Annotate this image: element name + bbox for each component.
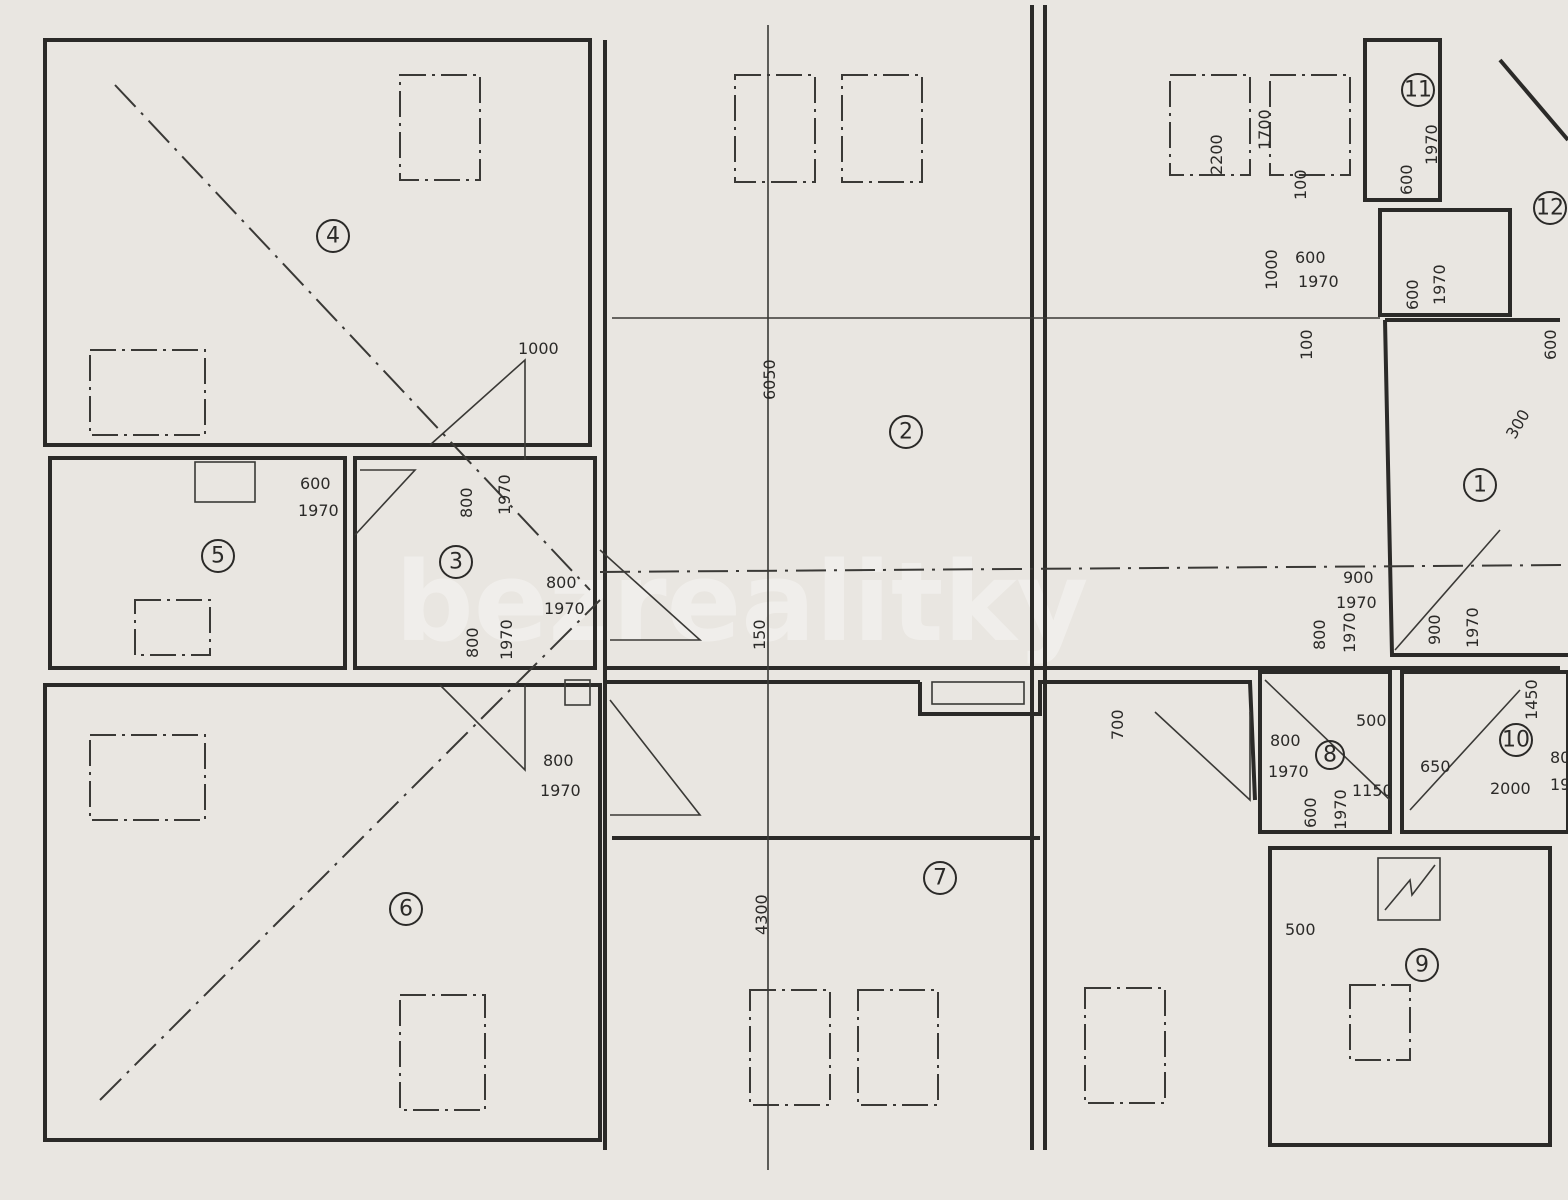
dim: 650 — [1420, 757, 1451, 776]
room-12: 12 — [1533, 191, 1567, 225]
door-swings — [354, 358, 1521, 816]
dim: 800 — [1310, 619, 1329, 650]
dim: 600 — [1301, 797, 1320, 828]
dim: 800 — [543, 751, 574, 770]
dim: 600 — [1403, 279, 1422, 310]
dim: 2000 — [1490, 779, 1531, 798]
dimension-labels: 1000 6050 2200 1700 1000 100 600 1970 10… — [298, 109, 1568, 939]
dim: 800 — [457, 487, 476, 518]
dim: 800 — [463, 627, 482, 658]
dim: 1970 — [1331, 789, 1350, 830]
room-7: 7 — [923, 861, 957, 895]
svg-text:8: 8 — [1323, 743, 1337, 768]
dim: 1970 — [1340, 612, 1359, 653]
dim: 1970 — [1336, 593, 1377, 612]
room-1: 1 — [1463, 468, 1497, 502]
dim: 100 — [1291, 169, 1310, 200]
dim: 600 — [1397, 164, 1416, 195]
dim: 300 — [1502, 406, 1534, 442]
svg-text:7: 7 — [933, 866, 947, 891]
dim: 900 — [1425, 614, 1444, 645]
dim: 1970 — [497, 619, 516, 660]
dim: 1450 — [1522, 679, 1541, 720]
svg-text:1: 1 — [1473, 473, 1487, 498]
svg-text:2: 2 — [899, 420, 913, 445]
svg-text:12: 12 — [1536, 196, 1564, 221]
room-8: 8 — [1315, 740, 1345, 770]
room-6: 6 — [389, 892, 423, 926]
room-labels: 4 2 3 5 1 7 6 8 10 9 11 12 — [201, 73, 1567, 982]
room-5: 5 — [201, 539, 235, 573]
dim: 19 — [1550, 775, 1568, 794]
dim: 700 — [1108, 709, 1127, 740]
room-2: 2 — [889, 415, 923, 449]
dim: 500 — [1285, 920, 1316, 939]
dim: 800 — [1270, 731, 1301, 750]
dim: 1970 — [1298, 272, 1339, 291]
dim: 1970 — [1463, 607, 1482, 648]
dim: 1970 — [1268, 762, 1309, 781]
dim: 4300 — [752, 894, 771, 935]
svg-text:9: 9 — [1415, 953, 1429, 978]
svg-text:10: 10 — [1502, 728, 1530, 753]
watermark: bezrealitky — [395, 538, 1088, 666]
dim: 1700 — [1255, 109, 1274, 150]
room-11: 11 — [1401, 73, 1435, 107]
dim: 1970 — [495, 474, 514, 515]
dim: 100 — [1297, 329, 1316, 360]
room-3: 3 — [439, 545, 473, 579]
room-10: 10 — [1499, 723, 1533, 757]
room-9: 9 — [1405, 948, 1439, 982]
walls — [43, 5, 1568, 1170]
dim: 1970 — [1422, 124, 1441, 165]
dim: 1150 — [1352, 781, 1393, 800]
center-axis-lines — [99, 84, 1568, 1101]
dim: 150 — [750, 619, 769, 650]
dim: 600 — [1295, 248, 1326, 267]
svg-text:11: 11 — [1404, 78, 1432, 103]
dim: 900 — [1343, 568, 1374, 587]
svg-text:6: 6 — [399, 897, 413, 922]
room-4: 4 — [316, 219, 350, 253]
dim: 80 — [1550, 748, 1568, 767]
dim: 1970 — [298, 501, 339, 520]
dim: 6050 — [760, 359, 779, 400]
dim: 1000 — [518, 339, 559, 358]
dim: 600 — [1541, 329, 1560, 360]
dim: 600 — [300, 474, 331, 493]
svg-text:5: 5 — [211, 544, 225, 569]
dim: 1970 — [544, 599, 585, 618]
dim: 800 — [546, 573, 577, 592]
dim: 500 — [1356, 711, 1387, 730]
dim: 1970 — [540, 781, 581, 800]
dim: 1000 — [1262, 249, 1281, 290]
svg-text:3: 3 — [449, 550, 463, 575]
dim: 2200 — [1207, 134, 1226, 175]
svg-text:4: 4 — [326, 224, 340, 249]
furniture — [89, 74, 1441, 1111]
dim: 1970 — [1430, 264, 1449, 305]
